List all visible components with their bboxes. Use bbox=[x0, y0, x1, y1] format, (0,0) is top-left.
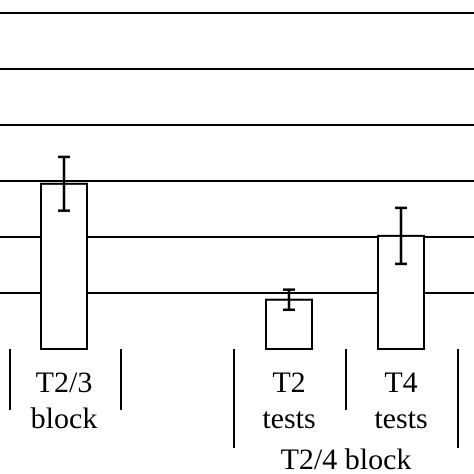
group-label-t24-block: T2/4 block bbox=[281, 443, 412, 474]
category-label-t2-line1: T2 bbox=[272, 366, 305, 399]
category-label-t4-line2: tests bbox=[374, 402, 427, 435]
x-axis-separators bbox=[9, 349, 459, 448]
category-label-t23-line1: T2/3 bbox=[36, 366, 93, 399]
bars bbox=[40, 182, 425, 351]
category-label-t2-line2: tests bbox=[262, 402, 315, 435]
category-label-t23-line2: block bbox=[31, 402, 98, 435]
category-label-t4-line1: T4 bbox=[384, 366, 417, 399]
error-bar-1 bbox=[58, 155, 70, 212]
error-bar-2 bbox=[283, 288, 295, 312]
error-bar-3 bbox=[395, 206, 407, 266]
error-bars bbox=[58, 155, 407, 312]
